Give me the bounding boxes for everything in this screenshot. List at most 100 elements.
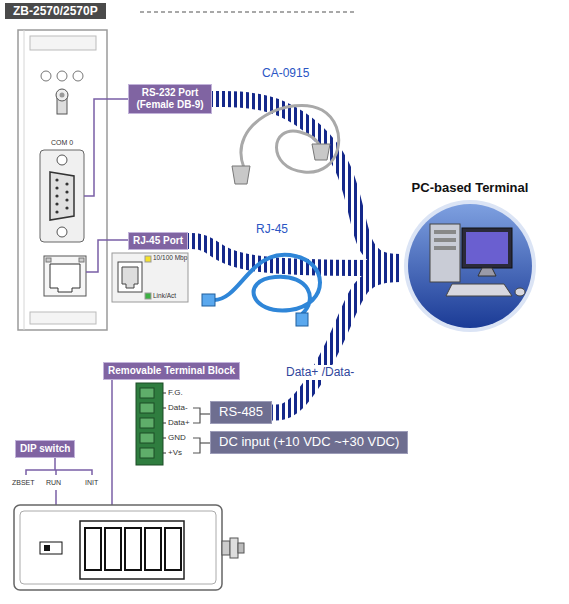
- device-bottom-part: [40, 542, 62, 554]
- device-front-part: [57, 71, 67, 81]
- pin-name: +Vs: [168, 449, 182, 457]
- terminal-block-side-part: [140, 388, 154, 398]
- pin-bracket-part: [193, 408, 200, 423]
- device-front-part: [60, 93, 65, 98]
- pc-terminal-icon-part: [430, 224, 460, 282]
- device-front-part: [44, 256, 86, 296]
- terminal-block-side-part: [163, 393, 166, 453]
- terminal-node: PC-based Terminal: [400, 180, 540, 332]
- terminal-block-side-part-part: [163, 453, 166, 454]
- leader-line-part: [55, 470, 57, 475]
- node-text: PC-based Terminal: [400, 180, 540, 196]
- device-front-part: [46, 258, 51, 262]
- device-front-part: [30, 36, 96, 50]
- node-text: RS-232 Port (Female DB-9): [133, 87, 207, 111]
- connector-label: Data+ /Data-: [283, 365, 357, 380]
- device-front-part: [56, 89, 68, 101]
- pc-terminal-icon-part: [404, 200, 536, 332]
- pc-terminal-icon-part: [478, 268, 496, 276]
- port-name: COM 0: [51, 139, 73, 146]
- rj45-closeup-part: [118, 262, 142, 292]
- signal-box: RS-485: [210, 401, 272, 424]
- device-front-part: [24, 30, 25, 330]
- terminal-block-side-part: [140, 433, 154, 443]
- rj45-closeup-part: [112, 253, 188, 302]
- device-front-part: [55, 178, 58, 181]
- device-bottom-part: [105, 528, 121, 570]
- pin-bracket-part: [200, 442, 210, 443]
- device-bottom-part: [145, 528, 161, 570]
- serial-cable-part: [312, 144, 330, 160]
- led-label: 10/100 Mbp: [153, 255, 187, 262]
- switch-position: INIT: [85, 479, 98, 486]
- connector-label: RJ-45: [256, 223, 288, 236]
- node-text: RS-485: [219, 405, 263, 420]
- terminal-block-side-part-part: [163, 408, 166, 409]
- ethernet-cable-part: [296, 313, 308, 326]
- device-front-part: [79, 258, 84, 262]
- device-front-part: [55, 186, 58, 189]
- pc-terminal-icon-part: [434, 230, 456, 234]
- device-bottom-part: [125, 528, 141, 570]
- striped-cable-band: [272, 274, 400, 412]
- device-front-part: [65, 182, 68, 185]
- terminal-block-side-part-part: [163, 393, 166, 394]
- device-front-part: [50, 264, 80, 292]
- part-callout: DIP switch: [15, 440, 75, 458]
- terminal-block-side-part: [136, 383, 163, 465]
- terminal-block-side: [136, 383, 166, 465]
- device-front-part: [55, 210, 58, 213]
- rj45-closeup-part: [145, 256, 151, 262]
- switch-position: RUN: [46, 479, 61, 486]
- device-bottom-part: [44, 545, 50, 551]
- part-callout: Removable Terminal Block: [103, 362, 240, 380]
- node-text: DIP switch: [20, 443, 70, 455]
- ethernet-cable-part: [202, 294, 215, 306]
- connector-label: CA-0915: [262, 67, 309, 80]
- terminal-block-side-part: [140, 403, 154, 413]
- device-front-part: [41, 71, 51, 81]
- pc-terminal-icon-part: [434, 246, 456, 250]
- device-front-part: [57, 155, 67, 165]
- device-bottom-part: [80, 521, 184, 579]
- striped-cable-band: [212, 99, 400, 262]
- device-bottom-part: [222, 541, 230, 555]
- pc-terminal-icon-part: [462, 228, 512, 268]
- leader-line-part: [54, 458, 56, 470]
- terminal-block-side-part-part: [163, 438, 166, 439]
- power-box: DC input (+10 VDC ~+30 VDC): [210, 431, 408, 454]
- device-front-part: [50, 172, 74, 220]
- leader-line-part: [84, 99, 128, 196]
- serial-cable-part: [241, 105, 339, 172]
- device-front-part: [40, 150, 84, 242]
- led-label: Link/Act: [153, 293, 176, 300]
- switch-position: ZBSET: [12, 479, 35, 486]
- rj45-closeup: [112, 253, 188, 302]
- leader-line: [26, 99, 128, 542]
- device-front-part: [73, 71, 83, 81]
- title-rule-part: [140, 11, 356, 13]
- node-text: RJ-45 Port: [133, 235, 183, 247]
- serial-cable: [232, 105, 339, 184]
- device-front-part: [30, 312, 96, 324]
- pc-terminal-icon-part: [515, 288, 525, 296]
- pc-terminal-icon-part: [408, 204, 532, 328]
- pc-terminal-icon-part: [466, 232, 508, 264]
- device-bottom-part: [238, 543, 244, 553]
- device-front-part: [57, 227, 67, 237]
- pin-name: F.G.: [168, 389, 183, 397]
- ethernet-cable-part: [214, 255, 320, 314]
- device-front-part: [55, 202, 58, 205]
- node-text: DC input (+10 VDC ~+30 VDC): [219, 435, 399, 450]
- device-bottom-part: [20, 511, 216, 584]
- pin-name: Data-: [168, 404, 188, 412]
- pin-name: GND: [168, 434, 186, 442]
- pin-name: Data+: [168, 419, 190, 427]
- device-bottom-part: [165, 528, 181, 570]
- terminal-block-side-part: [140, 418, 154, 428]
- port-callout: RJ-45 Port: [128, 232, 188, 250]
- title-rule: [140, 12, 356, 13]
